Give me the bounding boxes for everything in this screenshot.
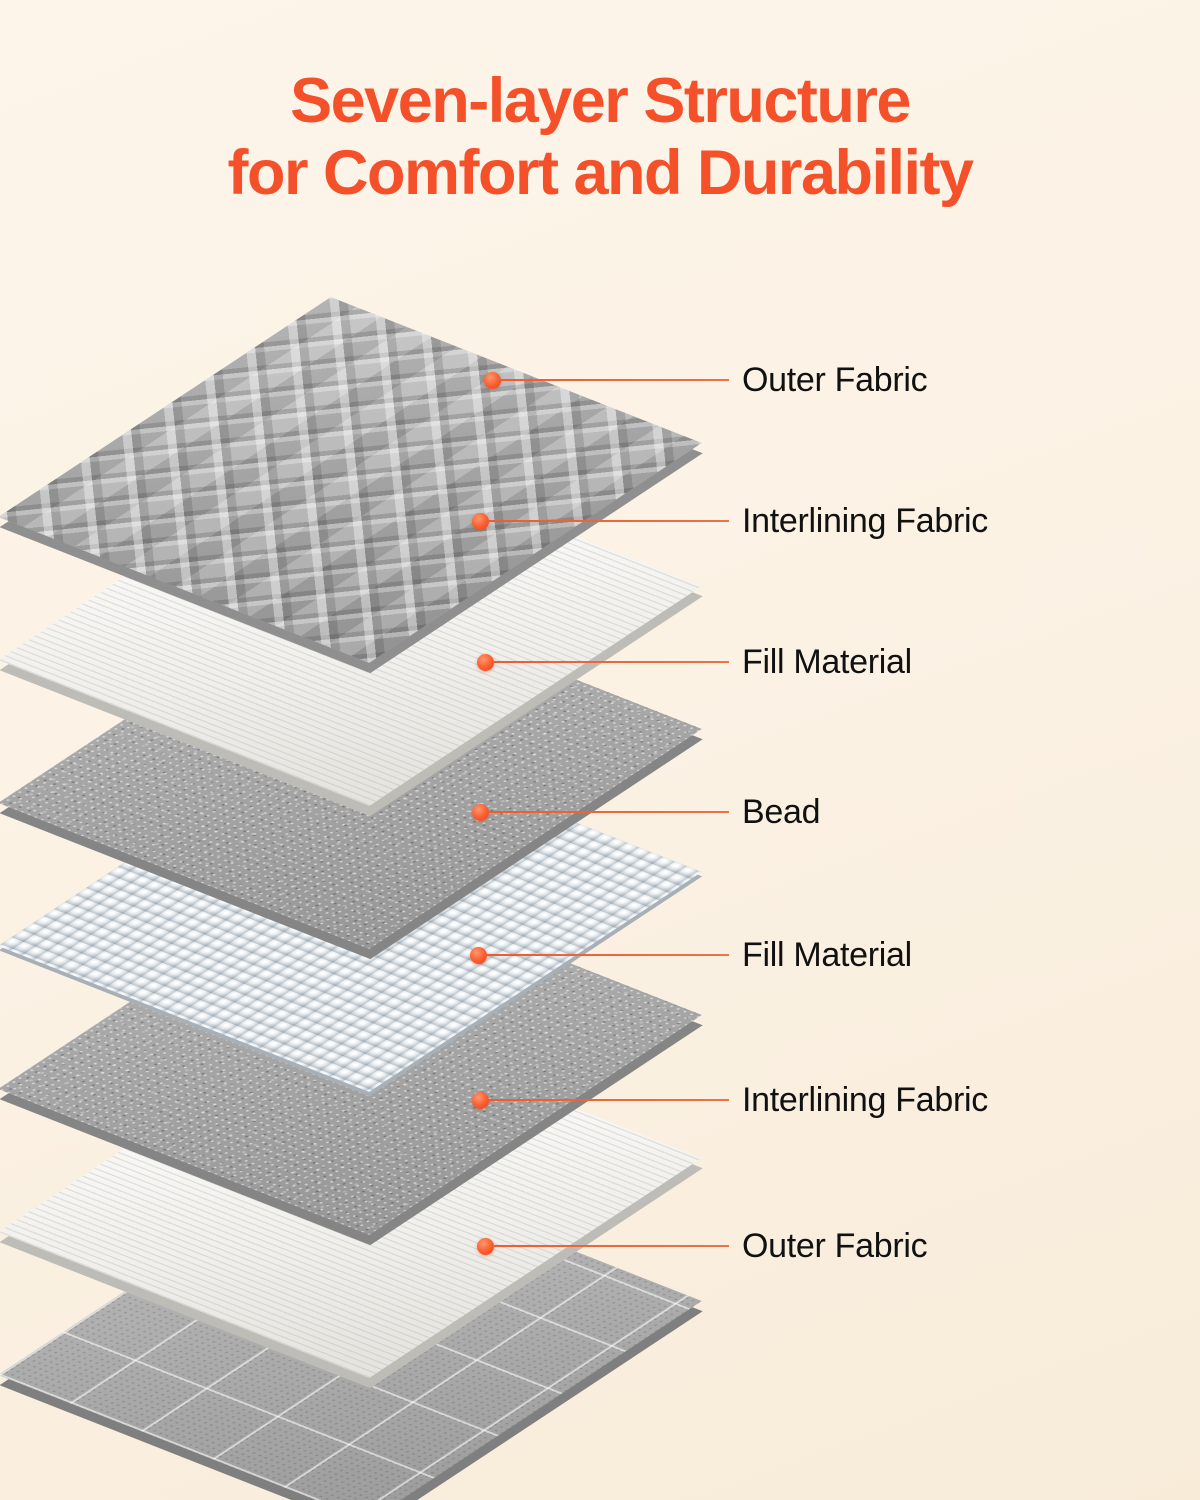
callout-dot-icon [472, 512, 489, 530]
callout-interlining-fabric-top: Interlining Fabric [472, 501, 988, 541]
layer-label: Fill Material [742, 935, 912, 974]
callout-line [494, 1245, 729, 1247]
callout-interlining-fabric-bottom: Interlining Fabric [472, 1080, 988, 1120]
callout-dot-icon [477, 653, 494, 671]
callout-line [489, 811, 729, 813]
layer-label: Interlining Fabric [742, 501, 988, 540]
callout-line [494, 661, 729, 663]
title-line-2: for Comfort and Durability [227, 137, 975, 208]
callout-outer-fabric-bottom: Outer Fabric [477, 1226, 928, 1266]
layer-label: Interlining Fabric [742, 1080, 988, 1119]
title-line-1: Seven-layer Structure [290, 66, 911, 136]
callout-line [489, 1099, 729, 1101]
callout-outer-fabric-top: Outer Fabric [484, 360, 928, 400]
callout-dot-icon [472, 1091, 489, 1109]
layer-label: Outer Fabric [742, 360, 928, 399]
callout-bead: Bead [472, 792, 821, 832]
page-title: Seven-layer Structure for Comfort and Du… [0, 66, 1200, 210]
callout-dot-icon [472, 803, 489, 821]
callout-line [489, 520, 729, 522]
callout-line [501, 379, 729, 381]
callout-dot-icon [484, 371, 501, 389]
layer-label: Fill Material [742, 642, 912, 681]
callout-fill-material-top: Fill Material [477, 642, 912, 682]
callout-dot-icon [470, 946, 487, 964]
callout-line [487, 954, 729, 956]
layer-label: Bead [742, 792, 821, 831]
callout-dot-icon [477, 1237, 494, 1255]
callout-fill-material-bottom: Fill Material [470, 935, 912, 975]
layer-label: Outer Fabric [742, 1226, 928, 1265]
